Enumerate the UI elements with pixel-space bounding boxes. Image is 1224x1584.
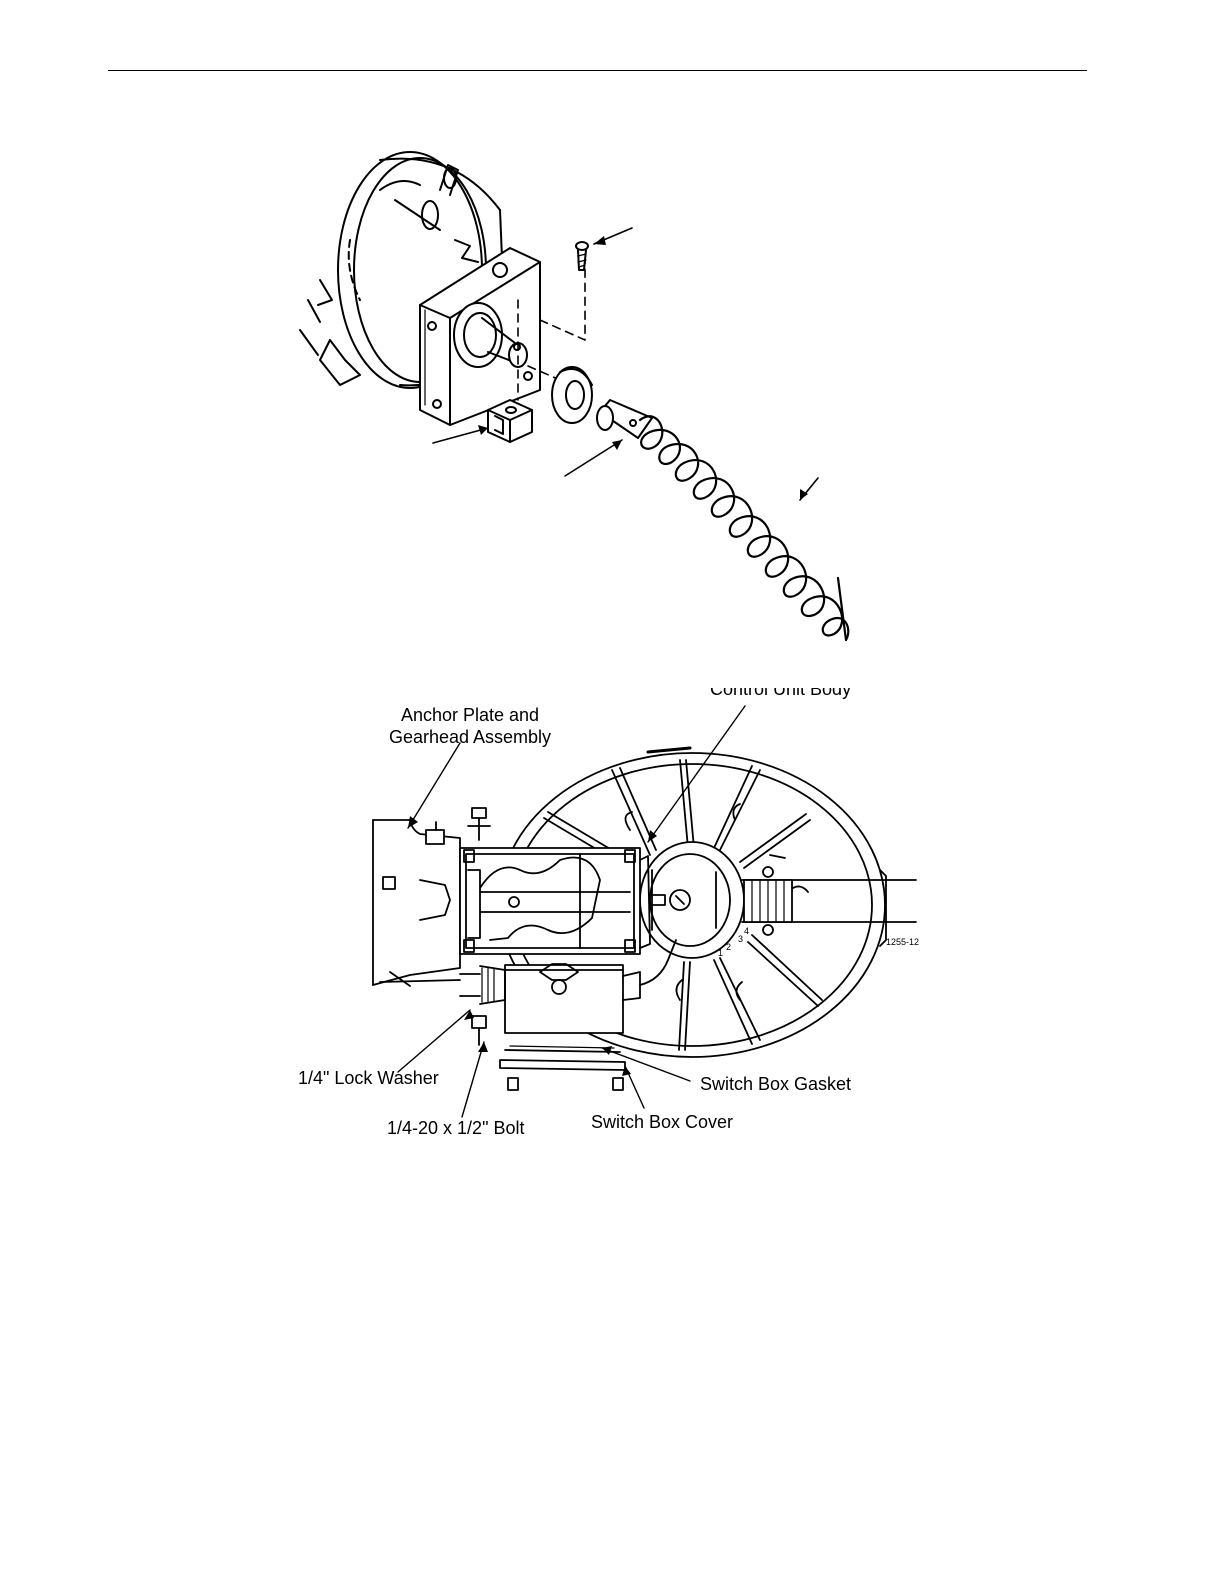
dial-mark-4: 4 <box>744 926 749 936</box>
label-switch-box-cover: Switch Box Cover <box>591 1111 733 1133</box>
label-lock-washer: 1/4" Lock Washer <box>298 1067 439 1089</box>
label-anchor-plate-line2: Gearhead Assembly <box>360 726 580 748</box>
figure-id: 1255-12 <box>886 937 919 947</box>
dial-mark-2: 2 <box>726 942 731 952</box>
label-switch-box-gasket: Switch Box Gasket <box>700 1073 851 1095</box>
control-unit-hub <box>640 842 744 958</box>
dial-mark-1: 1 <box>718 948 723 958</box>
label-anchor-plate: Anchor Plate and Gearhead Assembly <box>360 704 580 748</box>
label-anchor-plate-line1: Anchor Plate and <box>360 704 580 726</box>
leader-bolt <box>462 1042 484 1117</box>
label-control-unit-body-text: Control Unit Body <box>710 688 851 700</box>
leader-lock-washer <box>398 1010 470 1072</box>
label-bolt: 1/4-20 x 1/2" Bolt <box>387 1117 524 1139</box>
leader-anchor <box>408 743 460 828</box>
auger-housing <box>460 848 650 954</box>
label-control-unit-body: Control Unit Body <box>710 688 851 706</box>
dial-mark-3: 3 <box>738 934 743 944</box>
gearhead-block <box>373 820 460 985</box>
